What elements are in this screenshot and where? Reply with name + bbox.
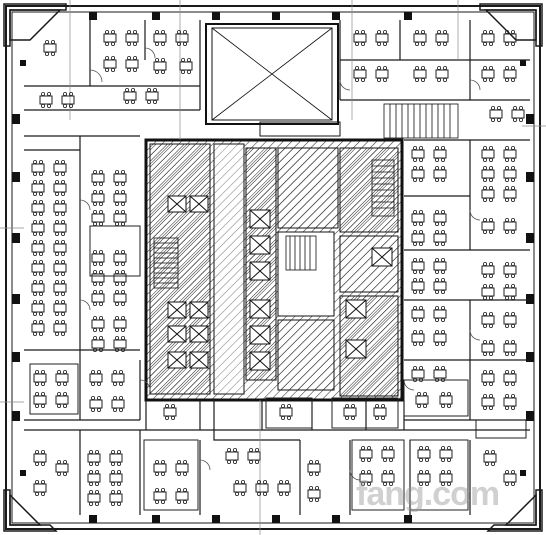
- atrium-void: [205, 23, 341, 137]
- elevator-shafts: [167, 195, 393, 371]
- stair-top-right: [383, 103, 459, 139]
- partition-walls: [24, 20, 530, 515]
- corner-bastions: [3, 3, 543, 532]
- perimeter-columns: [12, 12, 534, 523]
- core-stairs: [153, 159, 395, 289]
- doors: [79, 47, 481, 481]
- watermark-text: fang.com: [356, 475, 500, 513]
- meeting-rooms: [29, 225, 527, 511]
